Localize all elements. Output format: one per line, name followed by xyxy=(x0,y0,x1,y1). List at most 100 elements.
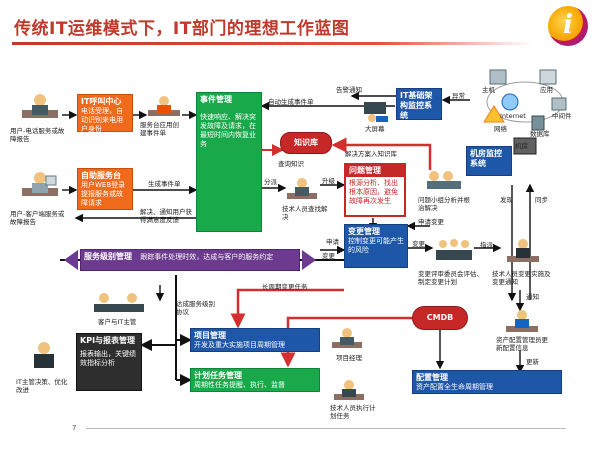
assign-label: 指派 xyxy=(480,241,493,249)
database-icon xyxy=(531,115,545,131)
warning-icon xyxy=(483,105,505,123)
big-screen-label: 大屏幕 xyxy=(365,125,385,133)
problem-mgmt-title: 问题管理 xyxy=(346,165,404,177)
self-service-title: 自助服务台 xyxy=(81,171,121,180)
auto-generate-label: 自动生成事件单 xyxy=(268,98,314,106)
tech-implement-icon xyxy=(505,236,541,270)
plan-task-title: 计划任务管理 xyxy=(194,371,242,380)
event-mgmt-box: 事件管理 快速响应、解决突发故障及请求，在最短时间内恢复业务 xyxy=(196,92,262,232)
big-screen-operator-icon xyxy=(360,100,394,128)
change-hand-label: 变更 xyxy=(412,240,425,248)
app-label: 应用 xyxy=(540,86,553,94)
tech-plan-icon xyxy=(332,378,366,406)
page-number: 7 xyxy=(72,424,77,432)
arrow-long-cycle xyxy=(230,288,344,329)
plan-task-box: 计划任务管理 周期性任务提醒、执行、监督 xyxy=(190,368,320,392)
query-knowledge-label: 查询知识 xyxy=(278,160,304,168)
arrow-solution-to-kb xyxy=(331,137,432,170)
plan-task-body: 周期性任务提醒、执行、监督 xyxy=(194,381,285,389)
logo-icon xyxy=(548,6,588,46)
kpi-box: KPI与报表管理 报表输出，关键绩效指标分析 xyxy=(76,333,142,391)
cmdb-box: CMDB xyxy=(412,306,468,330)
page-title: 传统IT运维模式下，IT部门的理想工作蓝图 xyxy=(14,19,350,39)
solution-to-kb-label: 解决方案入知识库 xyxy=(345,150,397,158)
room-monitor-box: 机房监控系统 xyxy=(466,146,512,176)
update-label: 更新 xyxy=(526,358,539,366)
self-service-body: 用户WEB登录提报服务或故障请求 xyxy=(81,181,126,207)
it-director-icon xyxy=(24,340,64,378)
alarm-notify-label: 告警通知 xyxy=(336,86,362,94)
knowledge-base-title: 知识库 xyxy=(294,138,318,147)
discover-label: 发现 xyxy=(500,196,513,204)
customer-it-icon xyxy=(92,290,146,320)
middleware-icon xyxy=(551,97,567,111)
it-infra-monitor-box: IT基础架构监控系统 xyxy=(396,88,442,120)
tech-implement-label: 技术人员变更实施及变更通知 xyxy=(492,270,551,286)
room-monitor-title: 机房监控系统 xyxy=(470,149,502,168)
reach-sla-label: 达成服务级别协议 xyxy=(176,300,215,316)
project-manager-icon xyxy=(330,326,364,354)
user-client-icon xyxy=(20,170,60,206)
service-desk-label: 服务台应用创建事件单 xyxy=(140,121,179,137)
customer-it-label: 客户与IT主管 xyxy=(98,318,137,326)
datacenter-icon xyxy=(513,137,537,155)
config-mgmt-title: 配置管理 xyxy=(416,373,448,382)
network-label: 网络 xyxy=(494,125,507,133)
user-phone-icon xyxy=(20,92,60,128)
asset-admin-icon xyxy=(504,308,540,338)
middleware-label: 中间件 xyxy=(552,112,572,120)
slm-body: 跟踪事件处理时效，达成与客户的服务约定 xyxy=(140,253,274,261)
service-desk-agent-icon xyxy=(146,94,182,124)
config-mgmt-box: 配置管理 资产配置全生命周期管理 xyxy=(412,370,562,394)
slm-box: 服务级别管理 跟踪事件处理时效，达成与客户的服务约定 xyxy=(80,249,300,271)
change-label: 变更 xyxy=(322,252,335,260)
change-mgmt-box: 变更管理 控制变更可能产生的风险 xyxy=(344,224,408,268)
dispatch-label: 分派 xyxy=(264,178,277,186)
it-call-center-box: IT呼叫中心 电话受理，自动识别来电用户身份 xyxy=(77,94,133,133)
project-mgmt-box: 项目管理 开发及重大实施项目周期管理 xyxy=(190,328,320,352)
apply-change-label: 申请变更 xyxy=(418,218,444,226)
it-call-center-title: IT呼叫中心 xyxy=(81,97,122,106)
config-mgmt-body: 资产配置全生命周期管理 xyxy=(416,383,493,391)
datacenter-label: 机房 xyxy=(515,142,528,150)
internet-icon xyxy=(501,93,519,111)
project-mgmt-title: 项目管理 xyxy=(194,331,226,340)
user-client-label: 用户-客户端服务或故障报告 xyxy=(10,210,65,226)
it-director-label: IT主管决策、优化改进 xyxy=(16,378,68,394)
solve-notify-label: 解决、通知用户获得满意度反馈 xyxy=(140,208,192,224)
sync-label: 同步 xyxy=(535,196,548,204)
generate-event-label: 生成事件单 xyxy=(148,180,181,188)
logo-letter: i xyxy=(563,10,573,40)
event-mgmt-body: 快速响应、解决突发故障及请求，在最短时间内恢复业务 xyxy=(200,113,256,148)
project-mgmt-body: 开发及重大实施项目周期管理 xyxy=(194,341,285,349)
user-phone-label: 用户-电话服务或故障报告 xyxy=(10,127,65,143)
change-mgmt-body: 控制变更可能产生的风险 xyxy=(348,237,404,254)
title-underline xyxy=(12,42,532,45)
long-cycle-label: 长周期变更任务 xyxy=(262,283,308,291)
slm-double-arrow xyxy=(64,250,316,270)
knowledge-base-box: 知识库 xyxy=(280,132,332,154)
infrastructure-cluster xyxy=(483,69,567,155)
change-mgmt-title: 变更管理 xyxy=(348,227,380,236)
footer-divider xyxy=(86,428,566,429)
problem-group-icon xyxy=(424,168,466,198)
change-board-icon xyxy=(434,236,474,270)
self-service-box: 自助服务台 用户WEB登录提报服务或故障请求 xyxy=(77,168,133,210)
database-label: 数据库 xyxy=(530,130,550,138)
tech-staff-icon xyxy=(285,175,319,207)
project-manager-label: 项目经理 xyxy=(336,354,362,362)
kpi-body: 报表输出，关键绩效指标分析 xyxy=(80,350,136,367)
host-icon xyxy=(489,69,507,85)
tech-staff-lookup-label: 技术人员查找解决 xyxy=(282,205,328,221)
kpi-title: KPI与报表管理 xyxy=(80,336,136,345)
exception-label: 异常 xyxy=(452,92,465,100)
host-label: 主机 xyxy=(482,86,495,94)
asset-admin-label: 资产配置管理员更新配置信息 xyxy=(496,336,548,352)
it-infra-monitor-title: IT基础架构监控系统 xyxy=(400,91,433,120)
internet-label: Internet xyxy=(500,112,526,120)
slm-title: 服务级别管理 xyxy=(84,252,132,261)
change-board-label: 变更评审委员会评估、制定变更计划 xyxy=(418,270,483,286)
apply-label: 申请 xyxy=(326,238,339,246)
upgrade-label: 升级 xyxy=(322,177,335,185)
problem-mgmt-body: 根源分析、找出根本原因，避免故障再次发生 xyxy=(349,179,398,205)
